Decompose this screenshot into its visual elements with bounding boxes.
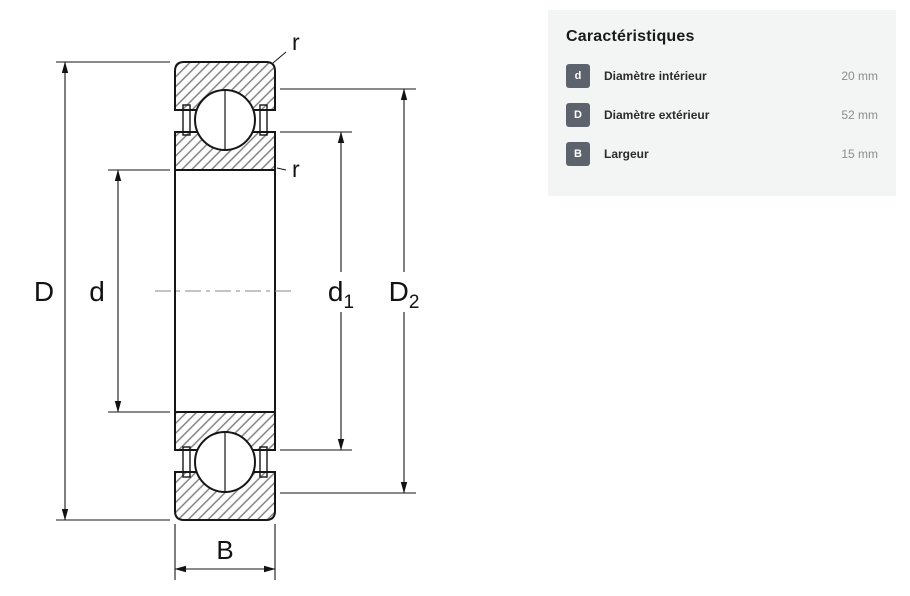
bearing-technical-drawing: D d d1 D2 r r B	[34, 29, 420, 580]
spec-value-outer-diameter: 52 mm	[841, 108, 878, 122]
dimension-outer-diameter	[56, 61, 170, 521]
label-inner-shoulder-d1: d1	[328, 276, 354, 313]
shield-top-left	[182, 104, 191, 136]
leader-r-top	[272, 51, 287, 64]
shield-bottom-right	[259, 446, 268, 478]
panel-title: Caractéristiques	[566, 28, 695, 45]
shield-bottom-left	[182, 446, 191, 478]
spec-badge-B: B	[566, 142, 590, 166]
dimension-labels: D d d1 D2 r r B	[34, 29, 420, 565]
spec-value-inner-diameter: 20 mm	[841, 69, 878, 83]
label-outer-diameter-D: D	[34, 276, 54, 307]
label-bore-diameter-d: d	[89, 276, 105, 307]
spec-row-width: B Largeur 15 mm	[566, 142, 878, 166]
spec-label-width: Largeur	[604, 147, 649, 161]
dimension-outer-shoulder-diameter	[280, 88, 416, 494]
outer-ring-bottom-section	[174, 471, 276, 521]
spec-badge-D: D	[566, 103, 590, 127]
dimension-inner-shoulder-diameter	[280, 131, 352, 451]
bearing-diagram: D d d1 D2 r r B	[34, 29, 420, 580]
label-corner-radius-inner: r	[292, 156, 300, 182]
shield-top-right	[259, 104, 268, 136]
leader-r-inner	[276, 167, 287, 171]
label-width-B: B	[216, 535, 233, 565]
spec-row-outer-diameter: D Diamètre extérieur 52 mm	[566, 103, 878, 127]
spec-label-outer-diameter: Diamètre extérieur	[604, 108, 710, 122]
spec-badge-d: d	[566, 64, 590, 88]
spec-label-inner-diameter: Diamètre intérieur	[604, 69, 707, 83]
label-corner-radius-top: r	[292, 29, 300, 55]
dimension-bore-diameter	[108, 169, 170, 413]
label-outer-shoulder-D2: D2	[389, 276, 420, 313]
spec-row-inner-diameter: d Diamètre intérieur 20 mm	[566, 64, 878, 88]
dimension-width	[174, 524, 276, 580]
outer-ring-top-section	[174, 61, 276, 111]
spec-value-width: 15 mm	[841, 147, 878, 161]
characteristics-panel: Caractéristiques d Diamètre intérieur 20…	[548, 10, 896, 196]
dimensions	[56, 51, 416, 580]
